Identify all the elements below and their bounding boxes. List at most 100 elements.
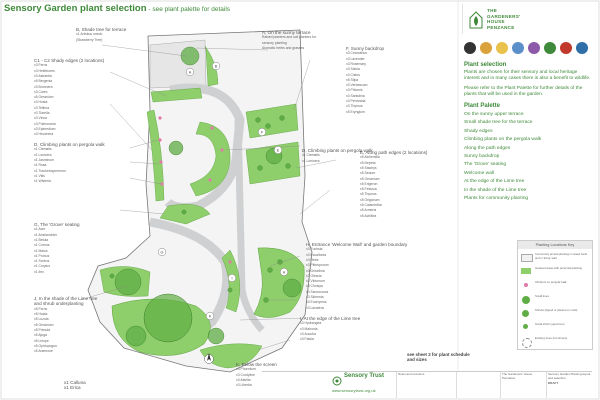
notes-label: Notes and revisions bbox=[398, 372, 425, 376]
palette-item: On the sunny upper terrace bbox=[464, 112, 524, 117]
note-plant-item: x5 Sedum bbox=[360, 171, 376, 176]
note-plant-item: x1 Rosa bbox=[34, 163, 47, 168]
note-plant-item: x3 Griselinia bbox=[306, 268, 325, 273]
note-plant-item: x1 Arbutus unedo bbox=[76, 32, 103, 37]
note-plant-item: x5 Hosta bbox=[34, 312, 48, 317]
zone-label: G bbox=[161, 251, 164, 255]
note-plant-item: x3 Hosta bbox=[34, 100, 48, 105]
note-plant-item: x3 Rosemary bbox=[346, 62, 366, 66]
note-plant-item: x1 Sorbus bbox=[34, 259, 50, 264]
note-plant-item: x5 Geranium bbox=[360, 176, 380, 181]
plant-selection-heading: Plant selection bbox=[464, 62, 507, 68]
note-plant-item: x3 Perovskia bbox=[346, 99, 366, 104]
raised-bed-swatch-icon bbox=[521, 254, 533, 262]
note-plant-item: x5 Liriope bbox=[34, 338, 49, 343]
schedule-note-line: see sheet 2 for plant schedule bbox=[407, 352, 470, 357]
palette-item: Small shade tree for the terrace bbox=[464, 120, 533, 126]
note-plant-item: x1 Corylus bbox=[34, 264, 51, 269]
partner-logo-icon bbox=[480, 42, 492, 54]
partner-logo: THE GARDENERS' HOUSE PENZANCE bbox=[462, 4, 591, 34]
drawing-title: Sensory Garden Planting layout and selec… bbox=[548, 372, 591, 380]
note-title: I, At the edge of the Lime tree bbox=[300, 316, 361, 321]
note-plant-item: x3 Choisya bbox=[306, 284, 323, 289]
bed-shade-edge-top bbox=[204, 45, 219, 87]
zone-markers bbox=[157, 62, 289, 321]
note-plant-item: x3 Heuchera bbox=[34, 132, 54, 137]
partner-logo-icon bbox=[544, 42, 556, 54]
note-plant-item: x3 Fatsia bbox=[300, 337, 314, 342]
note-plant-item: x3 Astelia bbox=[236, 378, 251, 382]
note-path-edges: E, Along path edges (2 locations)x5 Alch… bbox=[360, 150, 427, 219]
note-plant-item: x5 Thymus bbox=[360, 192, 377, 197]
note-plant-item: x3 Epimedium bbox=[34, 126, 56, 131]
note-title: and shrub underplanting bbox=[34, 301, 84, 307]
note-plant-item: x5 Geranium bbox=[34, 322, 54, 327]
note-plant-item: x5 Primula bbox=[34, 328, 51, 332]
palette-item: The 'Grove' seating bbox=[464, 162, 507, 168]
note-plant-item: x3 Lavatera bbox=[306, 305, 324, 310]
note-plant-item: x3 Pulmonaria bbox=[34, 121, 56, 126]
tree-canopy bbox=[114, 268, 142, 296]
logo-line: THE bbox=[487, 8, 498, 13]
note-plant-item: x3 Tiarella bbox=[34, 111, 50, 116]
partner-logo-icon bbox=[464, 42, 476, 54]
note-plant-item: x3 Santolina bbox=[346, 93, 365, 98]
bed-pergola-left bbox=[146, 109, 165, 202]
note-shady-edges: C1 - C2 Shady edges (2 locations)x3 Fern… bbox=[34, 58, 104, 138]
small-tree-icon bbox=[522, 296, 530, 304]
note-plant-item: x5 Origanum bbox=[360, 197, 380, 202]
note-plant-item: Aromatic herbs and grasses bbox=[262, 46, 305, 50]
note-plant-item: Raised planters and soil planters for bbox=[262, 35, 317, 40]
sensory-trust-icon bbox=[332, 376, 342, 386]
note-plant-item: x5 Luzula bbox=[34, 317, 49, 322]
tree-canopy bbox=[168, 140, 184, 156]
note-plant-item: x3 Olearia bbox=[306, 273, 322, 278]
note-plant-item: x3 Tellima bbox=[34, 105, 50, 110]
schedule-note: see sheet 2 for plant schedule and sizes bbox=[407, 352, 470, 363]
project-cell: The Gardeners' House Penzance bbox=[500, 372, 546, 398]
note-plant-item: x3 Cordyline bbox=[236, 372, 255, 377]
note-plant-item: x1 Jasminum bbox=[34, 158, 54, 162]
legend-item: Climbers on pergola walk bbox=[521, 280, 591, 293]
note-plant-item: x3 Aucuba bbox=[300, 332, 316, 336]
note-plant-item: x1 Wisteria bbox=[34, 179, 51, 184]
note-plant-item: x1 Cornus bbox=[34, 243, 50, 248]
note-welcome-wall: H, Entrance 'Welcome Wall' and garden bo… bbox=[306, 242, 407, 311]
note-plant-item: (Strawberry Tree) bbox=[76, 37, 103, 42]
palette-item: Shady edges bbox=[464, 128, 493, 134]
note-plant-item: x5 Alchemilla bbox=[360, 155, 380, 160]
planting-key: Planting Locations Key Community annual … bbox=[517, 240, 593, 350]
note-plant-item: x1 Prunus bbox=[34, 253, 50, 258]
legend-item: Shrubs (tipped or planted or multi) bbox=[521, 308, 591, 321]
palette-item: Sunny backdrop bbox=[464, 154, 500, 160]
note-plant-item: x1 Betula bbox=[34, 238, 49, 242]
note-plant-item: x1 Clematis bbox=[302, 153, 320, 158]
schedule-note-line: and sizes bbox=[407, 357, 427, 363]
legend-label: Community annual planting in raised beds… bbox=[535, 252, 588, 260]
legend-item: Small shrub (specimen) bbox=[521, 322, 591, 335]
note-plant-item: x3 Libertia bbox=[236, 383, 252, 388]
partner-logo-icon bbox=[528, 42, 540, 54]
note-plant-item: x1 Malus bbox=[34, 248, 48, 253]
note-title: x1 Calluna bbox=[64, 380, 86, 385]
shrub-icon bbox=[522, 310, 529, 317]
north-arrow-icon bbox=[204, 353, 214, 364]
note-plant-item: x5 Erigeron bbox=[360, 181, 378, 186]
note-plant-item: x1 Vitis bbox=[34, 173, 45, 178]
note-plant-item: x5 Stipa bbox=[346, 77, 359, 82]
note-plant-item: x1 Clematis bbox=[34, 147, 52, 152]
note-plant-item: x5 Ajuga bbox=[34, 333, 48, 338]
palette-item: Climbing plants on the pergola walk bbox=[464, 137, 542, 143]
zone-label: K bbox=[209, 315, 212, 319]
